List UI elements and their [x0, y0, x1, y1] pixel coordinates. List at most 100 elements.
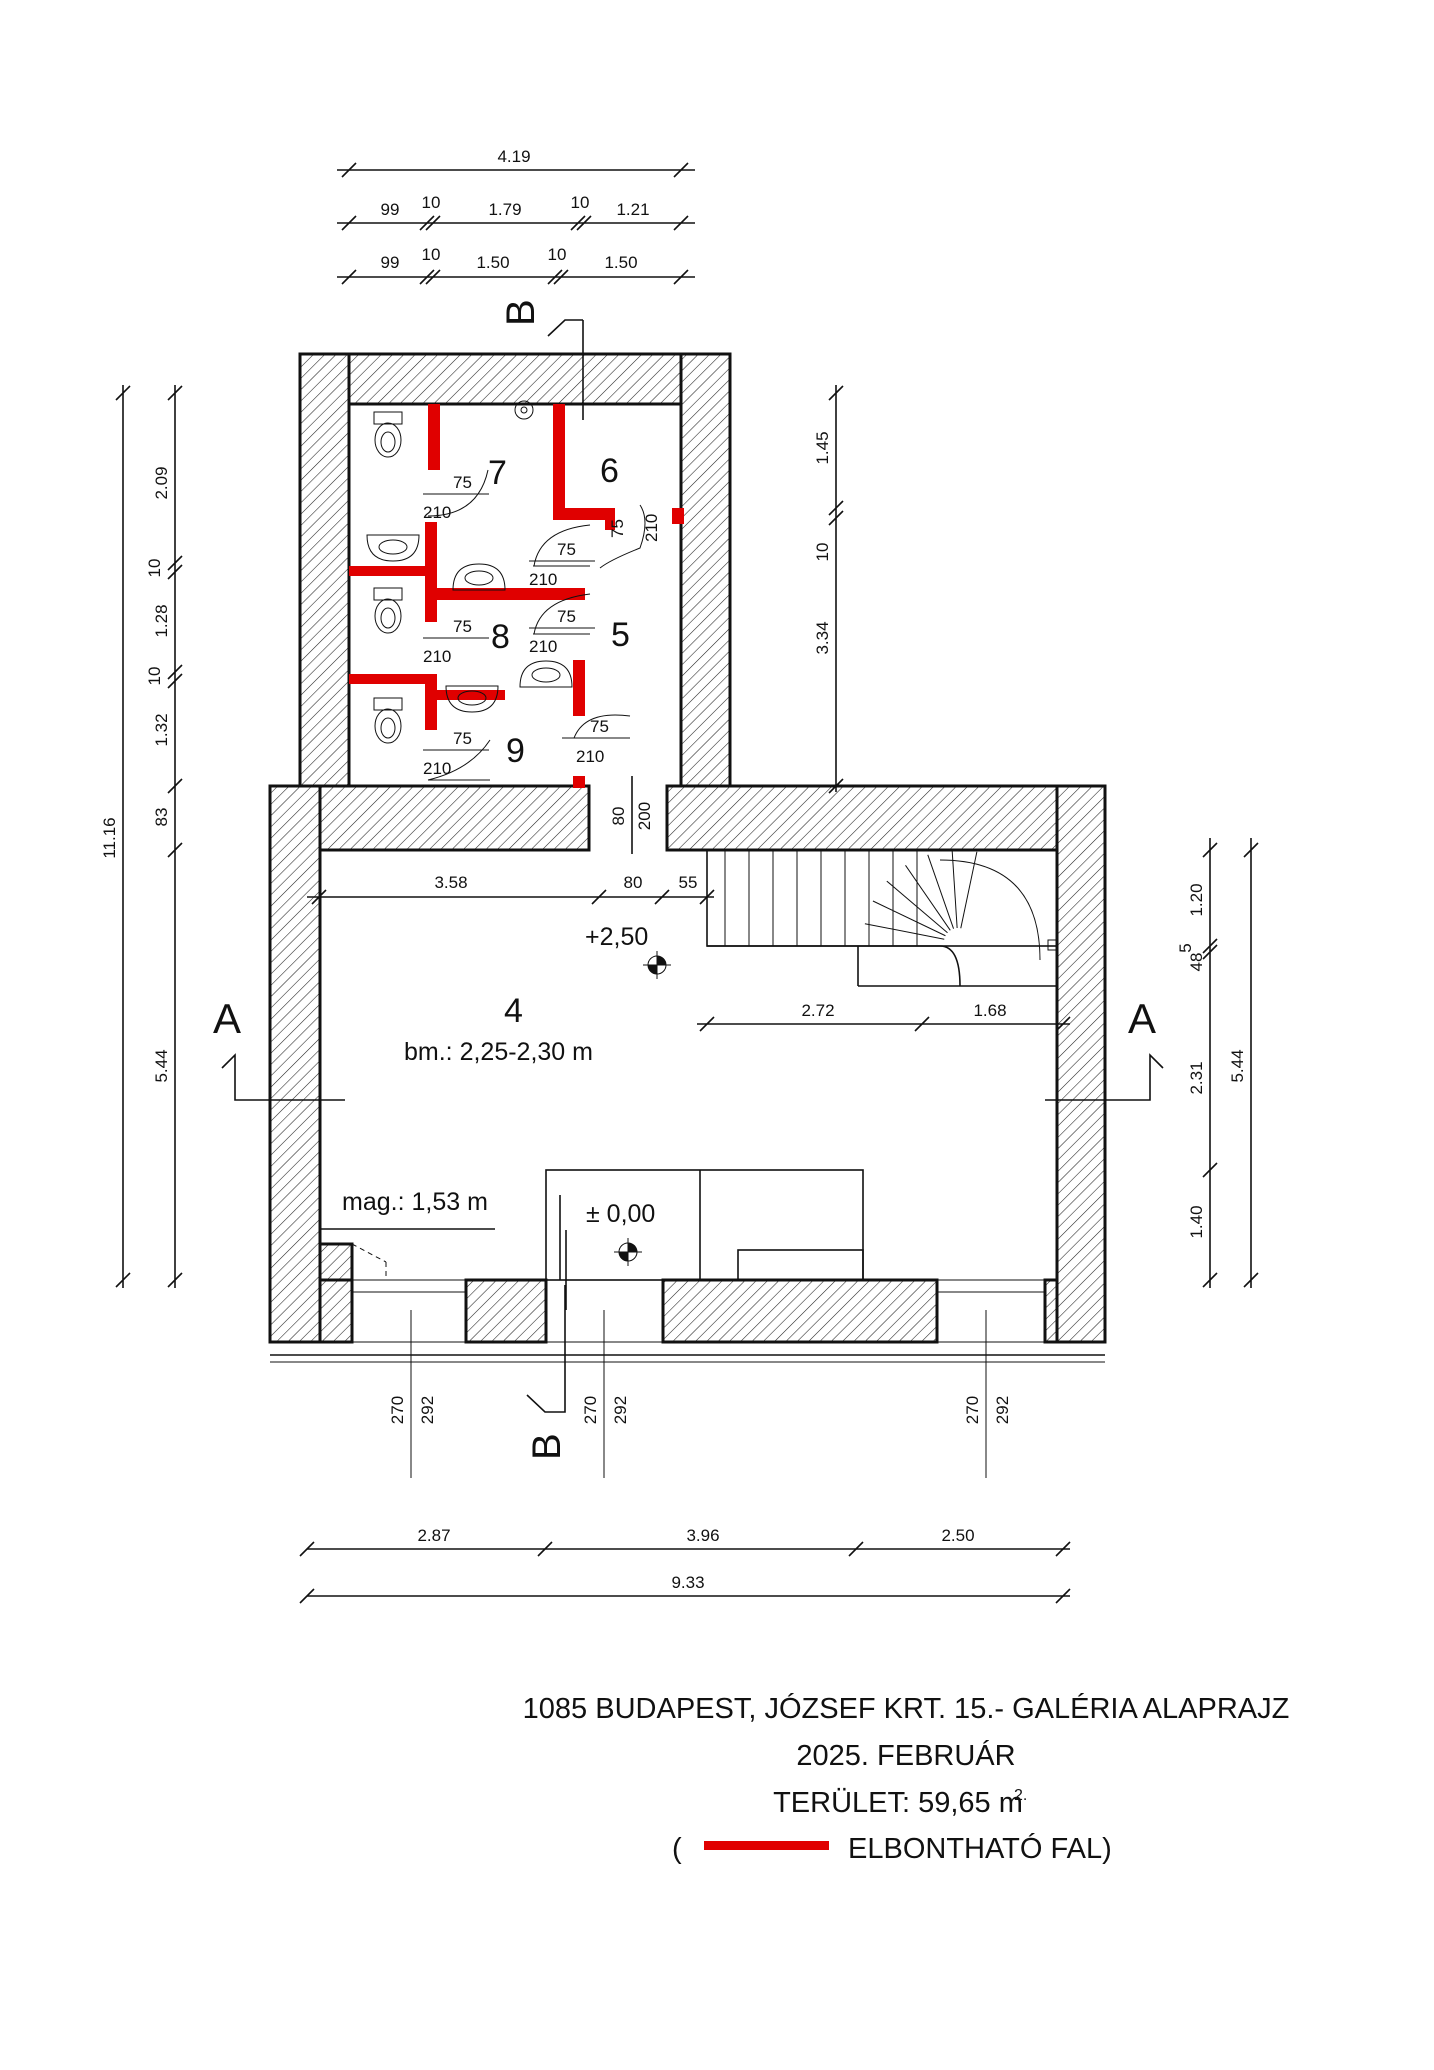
dim-stair-1: 2.72	[801, 1001, 834, 1020]
dim-bottom-3: 2.50	[941, 1526, 974, 1545]
title-block: 1085 BUDAPEST, JÓZSEF KRT. 15.- GALÉRIA …	[523, 1692, 1290, 1865]
dimension-tick	[828, 778, 844, 794]
title-area: TERÜLET: 59,65 m	[773, 1787, 1023, 1819]
dimension-tick	[299, 1541, 315, 1557]
title-date: 2025. FEBRUÁR	[796, 1739, 1015, 1772]
dim-right-upper-2: 10	[813, 543, 832, 562]
wall-lower-right	[1055, 784, 1107, 1344]
dimension-tick	[341, 269, 357, 285]
dimension-tick	[1243, 842, 1259, 858]
toilet-icon	[373, 697, 403, 744]
dim-win1-a: 270	[388, 1396, 407, 1424]
dim-left-4: 10	[145, 667, 164, 686]
dimension-lines	[115, 162, 1259, 1604]
dim-left-6: 83	[152, 808, 171, 827]
dimension-tick	[1202, 842, 1218, 858]
section-marks: B B A A	[213, 299, 1164, 1460]
dim-right-lower-total: 5.44	[1228, 1049, 1247, 1082]
stair-tread	[905, 865, 951, 931]
dimension-tick	[828, 510, 844, 526]
dim-interior-1: 3.58	[434, 873, 467, 892]
dimension-tick	[1055, 1588, 1071, 1604]
walls	[268, 352, 1107, 1344]
dim-top2-a: 99	[381, 200, 400, 219]
level-target-icon	[614, 1238, 642, 1266]
urinal-icon	[514, 400, 534, 420]
dimension-tick	[1202, 1272, 1218, 1288]
dim-top2-d: 10	[571, 193, 590, 212]
level-upper: +2,50	[585, 923, 648, 951]
section-a-right: A	[1128, 995, 1156, 1042]
dimension-tick	[167, 385, 183, 401]
stair-tread	[872, 900, 946, 937]
red-wall-9-top	[349, 674, 429, 684]
demolishable-walls	[349, 404, 684, 788]
dim-left-1: 2.09	[152, 466, 171, 499]
dimension-tick	[673, 269, 689, 285]
toilet-icon	[373, 587, 403, 634]
section-b-top: B	[499, 299, 543, 326]
dim-top3-c: 1.50	[476, 253, 509, 272]
dimension-tick	[553, 269, 569, 285]
dim-top3-d: 10	[548, 245, 567, 264]
dim-top2-c: 1.79	[488, 200, 521, 219]
title-area-superscript: 2.	[1014, 1787, 1027, 1804]
room-6: 6	[600, 452, 619, 490]
svg-text:75: 75	[453, 729, 472, 748]
dim-win3-b: 292	[993, 1396, 1012, 1424]
dimension-tick	[167, 564, 183, 580]
red-wall-7	[428, 404, 440, 470]
dim-right-upper-1: 1.45	[813, 431, 832, 464]
dimension-tick	[167, 842, 183, 858]
dim-top2-e: 1.21	[616, 200, 649, 219]
dim-interior-2: 80	[624, 873, 643, 892]
dimension-tick	[570, 215, 586, 231]
svg-text:75: 75	[557, 607, 576, 626]
dimension-tick	[1055, 1016, 1071, 1032]
red-wall-8-top	[349, 566, 429, 576]
dim-door-main-w: 80	[609, 807, 628, 826]
wall-pier-2	[464, 1278, 548, 1344]
stair-tread	[951, 850, 958, 929]
room-5: 5	[611, 616, 630, 654]
dimension-tick	[341, 215, 357, 231]
svg-text:210: 210	[423, 647, 451, 666]
legend-label: ELBONTHATÓ FAL)	[848, 1832, 1112, 1865]
dimension-tick	[591, 889, 607, 905]
legend-open-paren: (	[672, 1833, 682, 1865]
svg-text:210: 210	[529, 637, 557, 656]
dimension-tick	[848, 1541, 864, 1557]
wall-top	[298, 352, 732, 406]
dimension-tick	[1202, 1162, 1218, 1178]
dimension-tick	[654, 889, 670, 905]
dim-bottom-1: 2.87	[417, 1526, 450, 1545]
svg-text:75: 75	[453, 473, 472, 492]
dimension-labels: 4.19 99 10 1.79 10 1.21 99 10 1.50 10 1.…	[100, 147, 1247, 1592]
low-ceiling-detail	[320, 1228, 1057, 1281]
dim-right-lower-2: 5	[1176, 943, 1195, 952]
door-label-5b: 75 210	[529, 607, 595, 656]
dim-right-lower-1: 1.20	[1187, 883, 1206, 916]
level-labels: +2,50 ± 0,00 mag.: 1,53 m	[342, 923, 655, 1228]
room-8: 8	[491, 618, 510, 656]
door-label-7: 75 210	[423, 473, 489, 522]
dim-bottom-total: 9.33	[671, 1573, 704, 1592]
room-7: 7	[488, 454, 507, 492]
dim-top3-a: 99	[381, 253, 400, 272]
wall-pier-1	[318, 1278, 354, 1344]
dim-right-upper-3: 3.34	[813, 621, 832, 654]
sink-icon	[445, 685, 499, 713]
dimension-tick	[115, 1272, 131, 1288]
dim-left-2: 10	[145, 559, 164, 578]
dim-top3-b: 10	[422, 245, 441, 264]
stair-tread	[864, 923, 945, 940]
dimension-tick	[547, 269, 563, 285]
dimension-tick	[673, 215, 689, 231]
door-label-6: 75 210	[608, 514, 661, 542]
staircase	[706, 849, 1058, 987]
wall-pier-3	[661, 1278, 939, 1344]
dimension-tick	[419, 215, 435, 231]
door-label-8: 75 210	[423, 617, 489, 666]
dimension-tick	[537, 1541, 553, 1557]
wall-upper-left	[298, 352, 351, 788]
